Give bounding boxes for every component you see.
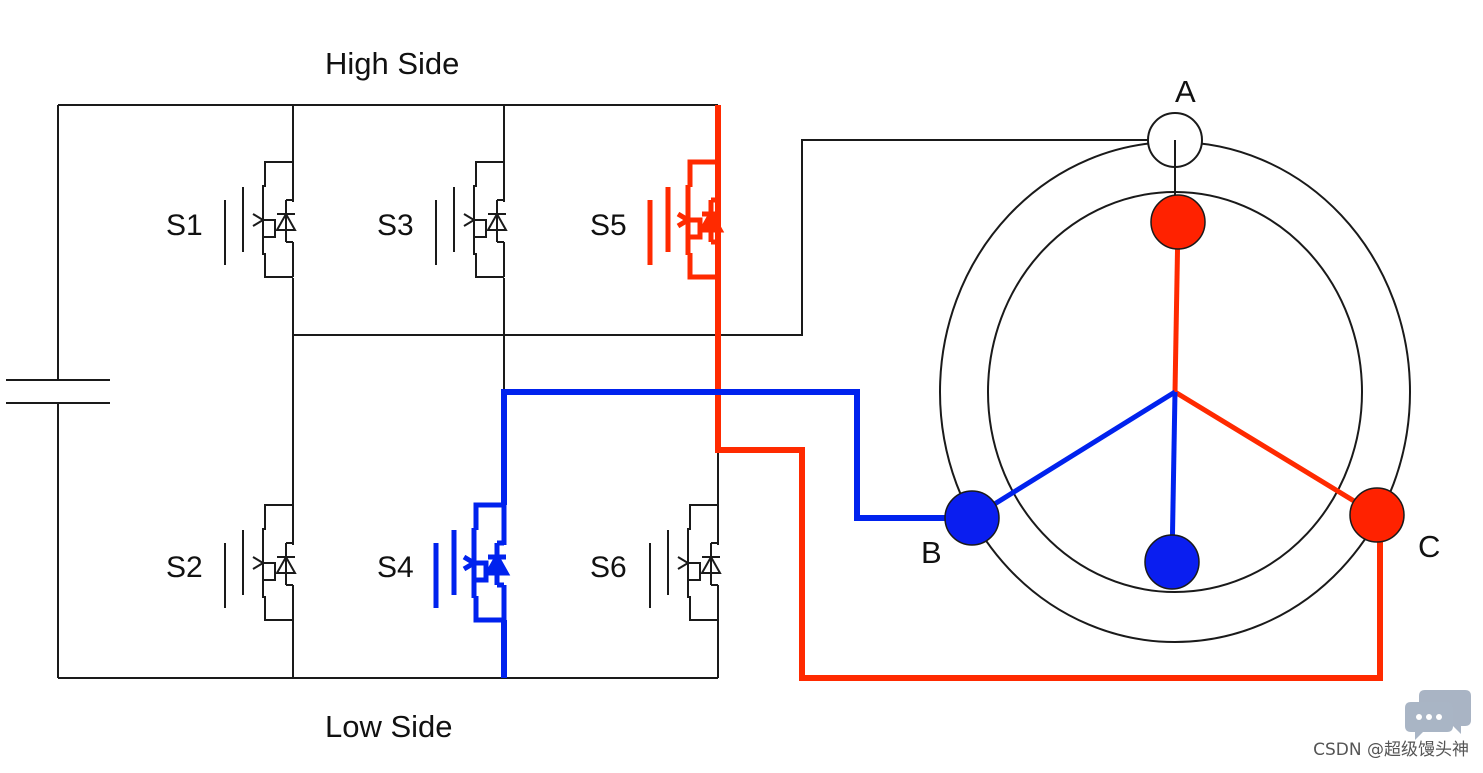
switch-s6 [649, 504, 722, 621]
active-current-paths [501, 105, 1383, 681]
winding-a [1172, 221, 1181, 393]
switch-label-s2: S2 [166, 551, 203, 584]
phase-a-wire [293, 139, 1175, 336]
winding-c [1173, 389, 1379, 518]
switch-label-s3: S3 [377, 209, 414, 242]
switch-label-s1: S1 [166, 209, 203, 242]
node-b [944, 490, 1000, 546]
winding-b [970, 389, 1177, 521]
switch-label-s6: S6 [590, 551, 627, 584]
node-center [1144, 534, 1200, 590]
switch-s1 [224, 161, 297, 278]
watermark-text: CSDN @超级馒头神 [1313, 740, 1469, 760]
phase-label-c: C [1418, 529, 1440, 564]
phase-label-b: B [921, 535, 942, 570]
switch-s2 [224, 504, 297, 621]
node-c [1349, 487, 1405, 543]
switch-s4 [433, 502, 511, 623]
node-a [1150, 194, 1206, 250]
switch-s5 [647, 159, 725, 280]
motor [939, 112, 1411, 643]
high-side-label: High Side [325, 46, 459, 81]
switch-label-s5: S5 [590, 209, 627, 242]
low-side-label: Low Side [325, 709, 453, 744]
phase-b-active-wire [501, 389, 972, 521]
switch-label-s4: S4 [377, 551, 414, 584]
winding-center [1169, 391, 1178, 563]
switch-s3 [435, 161, 508, 278]
dc-link-capacitor [6, 379, 110, 404]
phase-label-a: A [1175, 74, 1196, 109]
chat-bubble-icon [1405, 690, 1471, 740]
dc-bus-wiring [57, 104, 1175, 679]
